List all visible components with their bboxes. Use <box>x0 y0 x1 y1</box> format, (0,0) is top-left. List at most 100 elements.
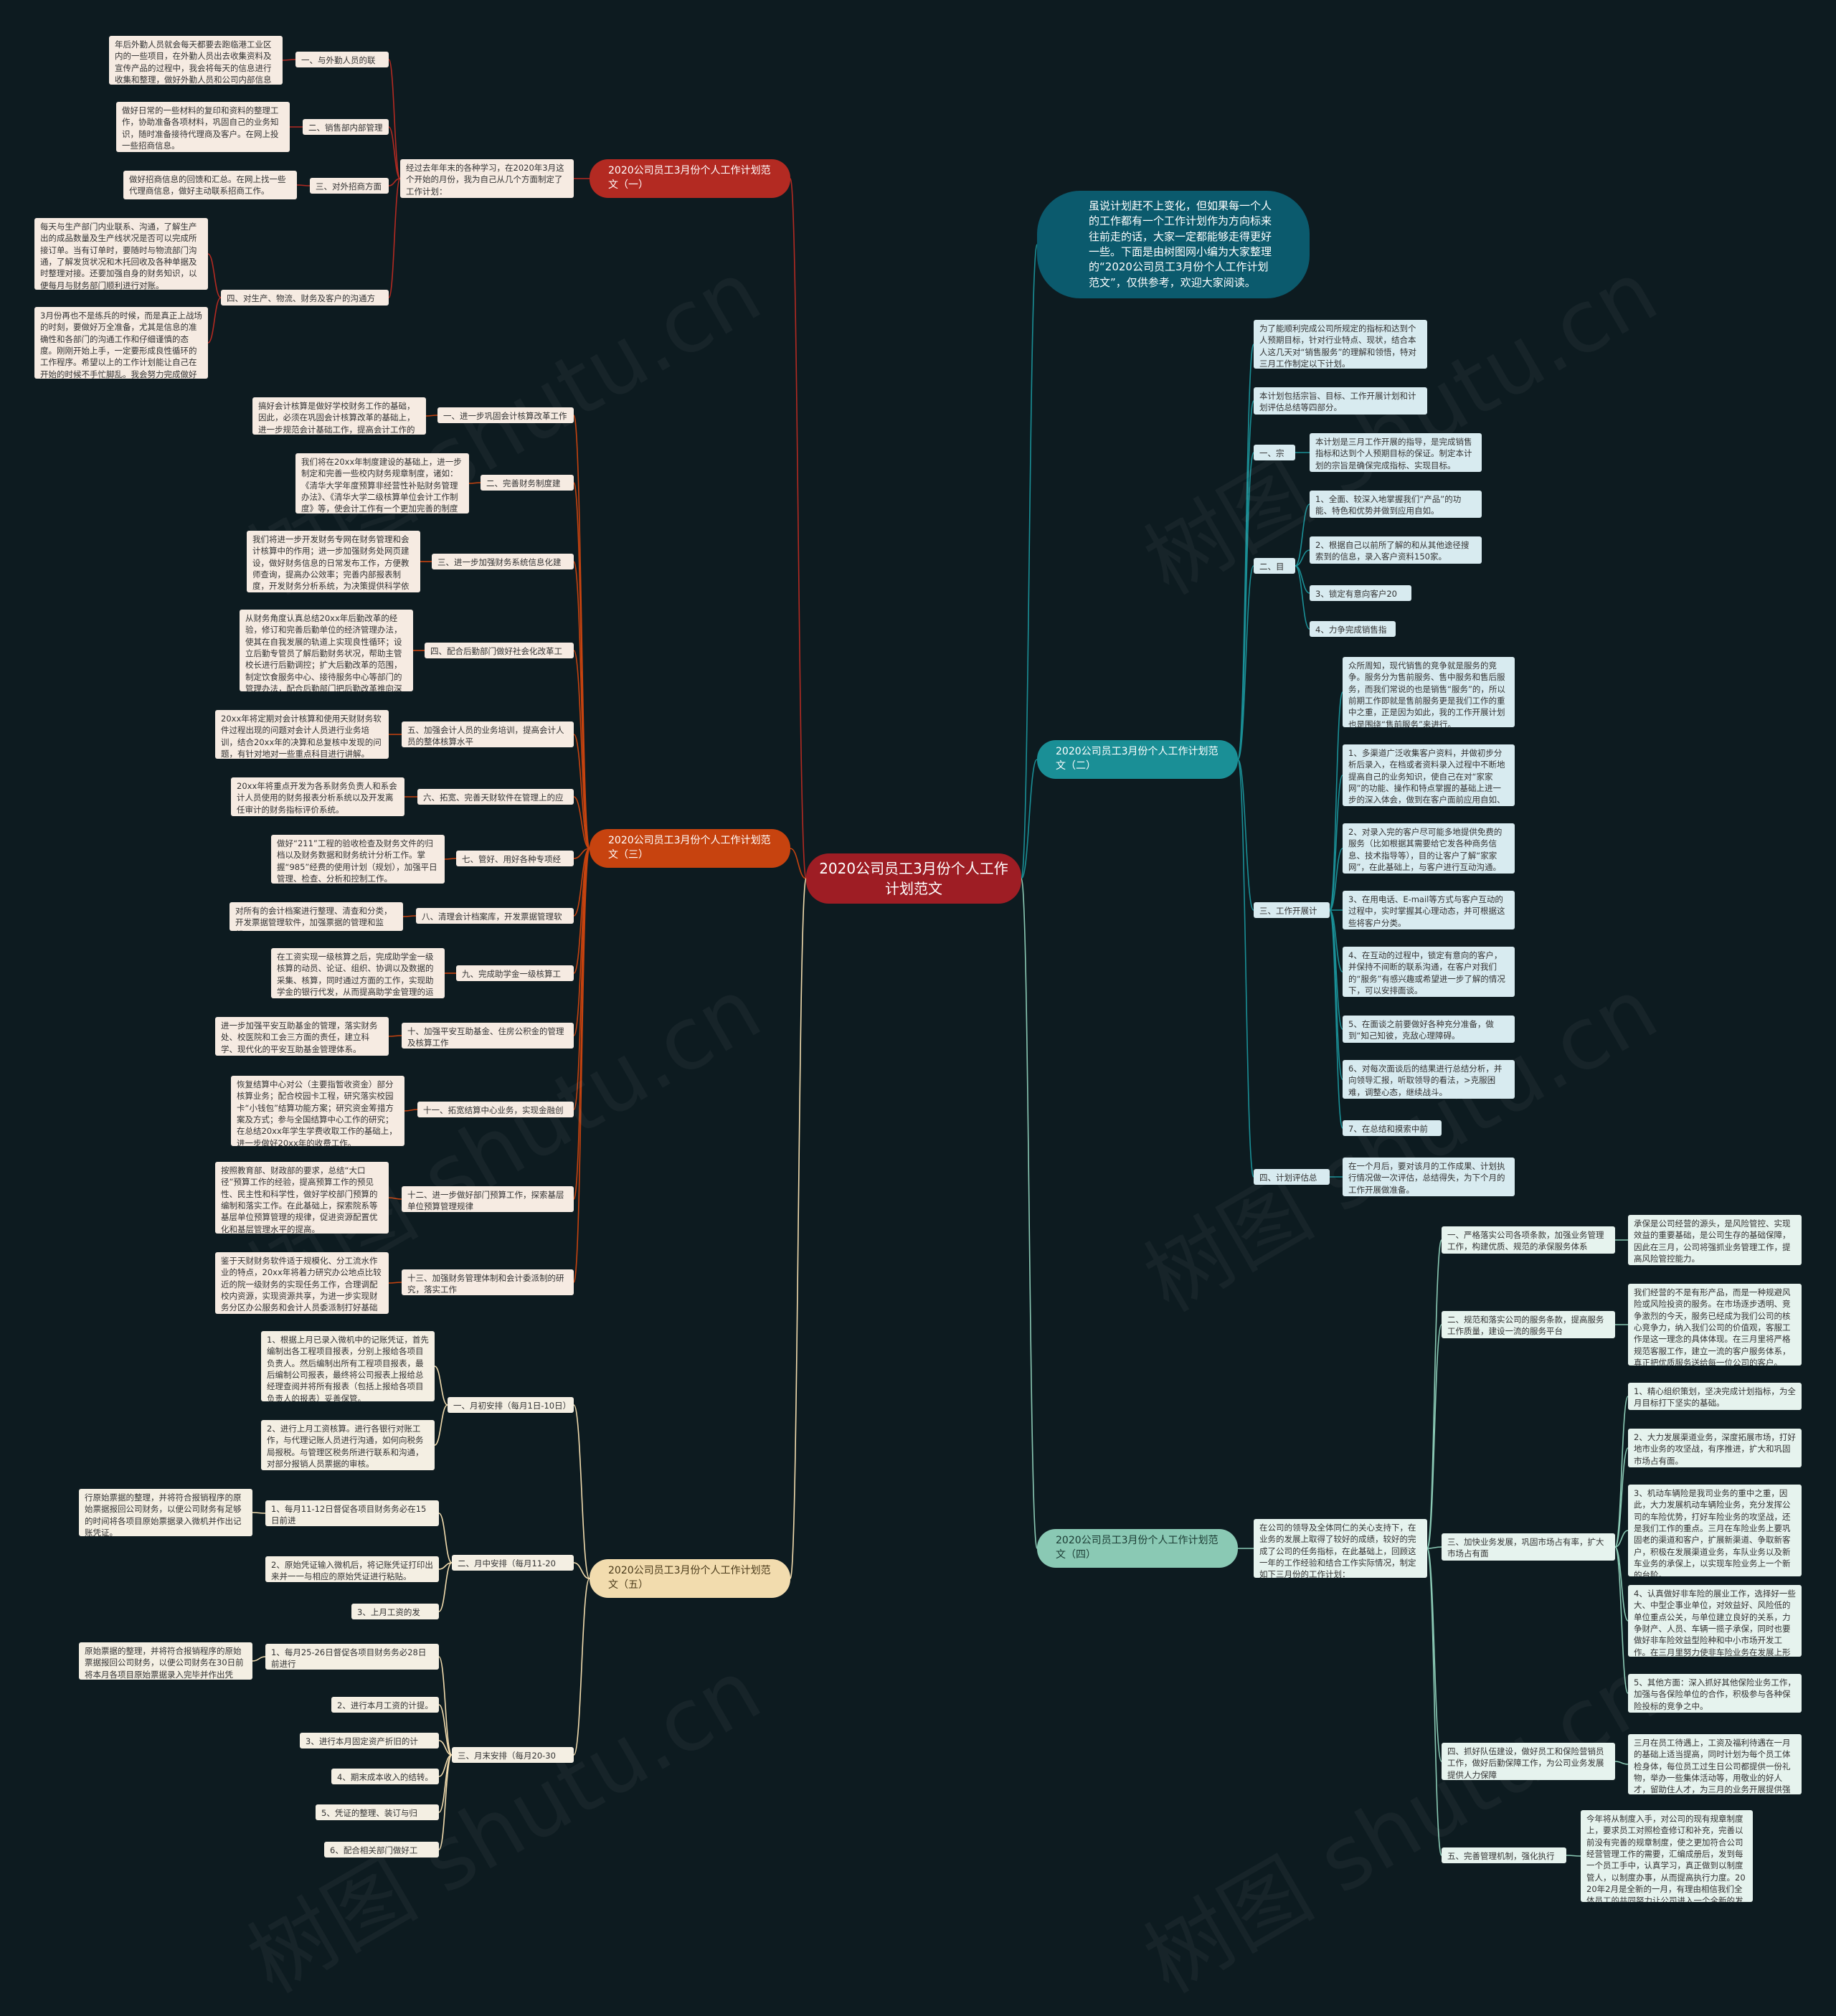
plan-3-item[interactable]: 一、进一步巩固会计核算改革工作 <box>437 407 574 423</box>
plan-4-item[interactable]: 一、严格落实公司各项条款，加强业务管理工作，构建优质、规范的承保服务体系 <box>1442 1226 1615 1254</box>
connector <box>1614 1447 1629 1548</box>
connector <box>296 184 311 186</box>
plan-5-item-text: 原始票据的整理，并将符合报销程序的原始票据报回公司财务，以便公司财务在30日前将… <box>79 1642 252 1680</box>
plan-3-item[interactable]: 九、完成助学金一级核算工作 <box>456 965 574 981</box>
plan-2-item: 6、对每次面谈后的结果进行总结分析，并向领导汇报，听取领导的看法，>克服困难，调… <box>1343 1060 1515 1099</box>
plan-3-item[interactable]: 五、加强会计人员的业务培训，提高会计人员的整体核算水平 <box>402 721 574 747</box>
connector <box>1426 1548 1442 1856</box>
plan-3-item[interactable]: 六、拓宽、完善天财软件在管理上的应用 <box>417 789 574 805</box>
connector <box>1329 909 1343 1129</box>
plan-3-item[interactable]: 十三、加强财务管理体制和会计委派制的研究，落实工作 <box>402 1269 574 1295</box>
plan-1-item[interactable]: 一、与外勤人员的联系 <box>295 52 389 67</box>
plan-4-item[interactable]: 三、加快业务发展，巩固市场占有率，扩大市场占有面 <box>1442 1533 1615 1561</box>
connector <box>1295 565 1310 594</box>
connector <box>438 1562 453 1612</box>
plan-2-group[interactable]: 三、工作开展计划 <box>1254 902 1330 918</box>
connector <box>388 59 401 179</box>
connector <box>388 178 401 298</box>
plan-5-item-text: 行原始票据的整理，并将符合报销程序的原始票据报回公司财务，以便公司财务有足够的时… <box>79 1489 252 1536</box>
plan-3-item[interactable]: 八、清理会计档案库，开发票据管理软件 <box>416 908 574 924</box>
connector <box>1021 244 1038 879</box>
connector <box>1237 759 1254 911</box>
plan-5-item[interactable]: 1、每月11-12日督促各项目财务务必在15日前进 <box>265 1500 439 1526</box>
plan-4-item-text: 今年将从制度入手，对公司的现有规章制度上，要求员工对照检查修订和补充，完善以前没… <box>1581 1810 1753 1902</box>
plan-5-item[interactable]: 1、每月25-26日督促各项目财务务必28日前进行 <box>265 1644 439 1670</box>
plan-1-item-text: 3月份再也不是练兵的时候，而是真正上战场的时刻，要做好万全准备，尤其是信息的准确… <box>34 307 208 379</box>
intro-bubble[interactable]: 虽说计划赶不上变化，但如果每一个人的工作都有一个工作计划作为方向标来往前走的话，… <box>1037 191 1310 298</box>
plan-3-item-text: 按照教育部、财政部的要求，总结“大口径”预算工作的经验，提高预算工作的预见性、民… <box>215 1162 389 1234</box>
connector <box>1426 1324 1442 1549</box>
connector <box>790 848 807 879</box>
connector <box>388 126 401 179</box>
mind-map: 树图 shutu.cn 树图 shutu.cn 树图 shutu.cn 树图 s… <box>34 36 1802 2012</box>
plan-3-item[interactable]: 十、加强平安互助基金、住房公积金的管理及核算工作 <box>402 1023 574 1049</box>
plan-5-item[interactable]: 5、凭证的整理、装订与归档。 <box>316 1804 439 1820</box>
plan-4-item[interactable]: 五、完善管理机制，强化执行力 <box>1442 1847 1566 1863</box>
connector <box>1021 878 1038 1549</box>
plan-4-item-text: 承保是公司经营的源头，是风险管控、实现效益的重要基础，是公司生存的基础保障，因此… <box>1628 1215 1802 1265</box>
plan-5-item[interactable]: 3、进行本月固定资产折旧的计提。 <box>300 1733 439 1748</box>
plan-3-item[interactable]: 四、配合后勤部门做好社会化改革工作 <box>425 643 574 658</box>
plan-2-group[interactable]: 四、计划评估总结 <box>1254 1169 1330 1185</box>
connector <box>388 178 401 186</box>
plan-3-item-text: 我们将进一步开发财务专网在财务管理和会计核算中的作用；进一步加强财务处网页建设，… <box>247 531 420 592</box>
plan-1-item[interactable]: 四、对生产、物流、财务及客户的沟通方面 <box>221 290 389 306</box>
root-topic[interactable]: 2020公司员工3月份个人工作计划范文 <box>806 853 1021 904</box>
plan-3-item[interactable]: 十二、进一步做好部门预算工作，探索基层单位预算管理规律 <box>402 1186 574 1212</box>
connector <box>388 1282 402 1284</box>
plan-3-item[interactable]: 二、完善财务制度建设 <box>481 475 574 491</box>
plan-1-summary: 经过去年年末的各种学习，在2020年3月这个开始的月份，我为自己从几个方面制定了… <box>400 159 574 198</box>
plan-2-item-text: 在一个月后，要对该月的工作成果、计划执行情况做一次评估，总结得失，为下个月的工作… <box>1343 1158 1515 1196</box>
plan-1-item[interactable]: 三、对外招商方面 <box>310 178 389 194</box>
plan-5-item[interactable]: 4、期末成本收入的结转。 <box>331 1769 439 1784</box>
plan-5-group[interactable]: 二、月中安排（每月11-20日） <box>452 1555 574 1571</box>
connector <box>434 1366 448 1406</box>
connector <box>1295 503 1310 567</box>
plan-3-item-text: 从财务角度认真总结20xx年后勤改革的经验，修订和完善后勤单位的经济管理办法，使… <box>240 610 413 691</box>
connector <box>573 848 590 1283</box>
plan-3-item[interactable]: 十一、拓宽结算中心业务，实现金融创新 <box>417 1102 574 1117</box>
plan-3-item[interactable]: 七、管好、用好各种专项经费 <box>456 851 574 866</box>
connector <box>573 1562 590 1579</box>
connector <box>1614 1396 1629 1548</box>
plan-5-item[interactable]: 3、上月工资的发放。 <box>351 1604 439 1619</box>
plan-3-item[interactable]: 三、进一步加强财务系统信息化建设 <box>432 554 574 569</box>
connector <box>573 796 590 849</box>
connector <box>444 858 457 860</box>
branch-plan-4[interactable]: 2020公司员工3月份个人工作计划范文（四） <box>1037 1529 1238 1568</box>
connector <box>573 848 590 859</box>
plan-2-item: 1、多渠道广泛收集客户资料，并做初步分析后录入，在档或者资料录入过程中不断地提高… <box>1343 744 1515 806</box>
plan-4-item[interactable]: 二、规范和落实公司的服务条款，提高服务工作质量，建设一流的服务平台 <box>1442 1311 1615 1338</box>
connector <box>438 1704 453 1756</box>
plan-2-item: 4、在互动的过程中，锁定有意向的客户，并保持不间断的联系沟通，在客户对我们的“服… <box>1343 947 1515 997</box>
connector <box>404 1109 418 1112</box>
branch-plan-1[interactable]: 2020公司员工3月份个人工作计划范文（一） <box>590 159 790 198</box>
connector <box>252 1656 266 1662</box>
plan-3-item-text: 在工资实现一级核算之后，完成助学金一级核算的动员、论证、组织、协调以及数据的采集… <box>271 948 445 998</box>
plan-1-item[interactable]: 二、销售部内部管理 <box>303 119 389 135</box>
branch-plan-3[interactable]: 2020公司员工3月份个人工作计划范文（三） <box>590 829 790 868</box>
plan-3-item-text: 鉴于天财财务软件适于规模化、分工流水作业的特点，20xx年将着力研究办公地点比较… <box>215 1252 389 1314</box>
connector <box>438 1513 453 1563</box>
plan-2-group[interactable]: 一、宗旨 <box>1254 445 1295 460</box>
connector <box>1426 1546 1442 1549</box>
plan-5-item[interactable]: 2、进行本月工资的计提。 <box>331 1697 439 1713</box>
plan-3-item-text: 我们将在20xx年制度建设的基础上，进一步制定和完善一些校内财务规章制度，诸如：… <box>295 453 469 514</box>
branch-plan-5[interactable]: 2020公司员工3月份个人工作计划范文（五） <box>590 1559 790 1598</box>
plan-5-item[interactable]: 2、原始凭证输入微机后，将记账凭证打印出来并一一与相应的原始凭证进行粘贴。 <box>265 1556 439 1582</box>
plan-2-item: 2、对录入完的客户尽可能多地提供免费的服务（比如根据其需要给它发各种商务信息、技… <box>1343 823 1515 874</box>
plan-2-item: 1、全面、较深入地掌握我们“产品”的功能、特色和优势并做到应用自如。 <box>1310 491 1482 518</box>
plan-5-group[interactable]: 一、月初安排（每月1日-10日） <box>448 1397 574 1413</box>
plan-5-item[interactable]: 6、配合相关部门做好工作。 <box>324 1842 439 1858</box>
plan-4-item[interactable]: 四、抓好队伍建设，做好员工和保险营销员工作，做好后勤保障工作，为公司业务发展提供… <box>1442 1743 1615 1780</box>
plan-2-item: 众所周知，现代销售的竞争就是服务的竞争。服务分为售前服务、售中服务和售后服务，而… <box>1343 657 1515 727</box>
connector <box>207 297 222 344</box>
plan-4-subitem: 5、其他方面：深入抓好其他保险业务工作，加强与各保险单位的合作，积极参与各种保险… <box>1628 1674 1802 1713</box>
plan-5-group[interactable]: 三、月末安排（每月20-30日） <box>452 1747 574 1763</box>
plan-2-group[interactable]: 二、目标 <box>1254 558 1295 574</box>
plan-2-intro: 本计划包括宗旨、目标、工作开展计划和计划评估总结等四部分。 <box>1254 387 1427 415</box>
connector <box>438 1656 453 1756</box>
plan-3-item-text: 20xx年将重点开发为各系财务负责人和系会计人员使用的财务报表分析系统以及开发离… <box>231 777 404 816</box>
branch-plan-2[interactable]: 2020公司员工3月份个人工作计划范文（二） <box>1037 740 1238 779</box>
connector <box>1566 1855 1581 1857</box>
